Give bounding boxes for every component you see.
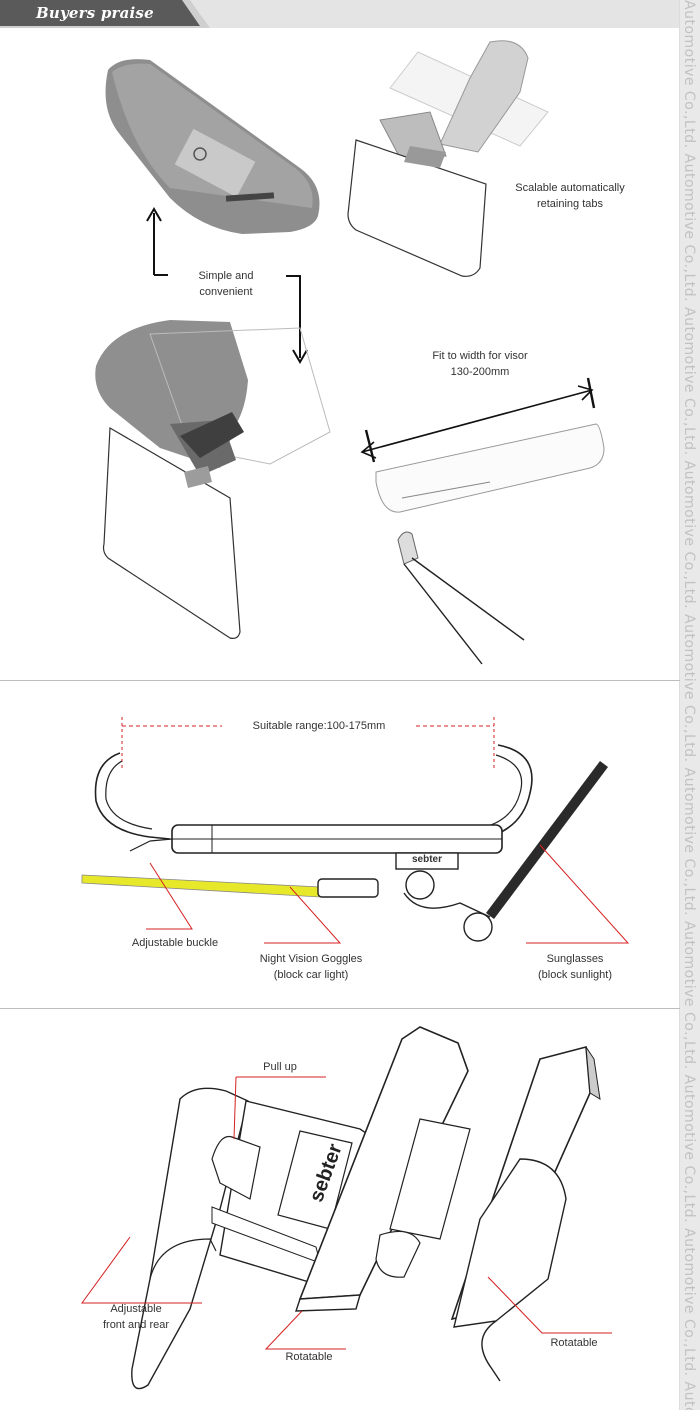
scalable-label-line1: Scalable automatically [515,182,625,194]
panel-side-diagram: Suitable range:100-175mm sebter Adjustab… [0,681,680,1008]
arrow-up [146,207,168,276]
sun-label-line1: Sunglasses [546,953,604,965]
visor-illustrations [95,40,605,665]
adjustable-label-line1: Adjustable [110,1303,162,1315]
night-label-line2: (block car light) [273,969,349,981]
clip-body-3d [131,1026,601,1390]
sun-label-line2: (block sunlight) [538,969,612,981]
sunglasses-lens [486,761,608,919]
side-diagram [81,717,630,944]
range-indicator [121,717,495,769]
divider-1 [0,680,680,681]
section-header: Buyers praise [0,0,680,28]
header-tab [0,0,200,26]
buckle-label: Adjustable buckle [131,937,219,949]
panel-visor-mounting: Scalable automatically retaining tabs Si… [0,28,680,680]
clip-illustration-top-right [347,40,549,277]
simple-label-line1: Simple and [198,270,254,282]
fit-label-line1: Fit to width for visor [432,350,528,362]
pull-up-label: Pull up [263,1061,297,1073]
scalable-label-line2: retaining tabs [536,198,604,210]
section-title: Buyers praise [36,4,154,22]
fit-label-line2: 130-200mm [450,366,510,378]
visor-with-clip-illustration [95,320,331,639]
night-label-line1: Night Vision Goggles [259,953,363,965]
night-vision-lens [81,874,321,898]
callout-lines [146,844,630,944]
sunglasses-hinge [463,912,493,942]
detail-callouts [81,1076,612,1350]
brand-label-side: sebter [411,854,442,865]
clip-side-body [94,744,533,918]
rotatable-label-left: Rotatable [285,1351,333,1363]
visor-illustration-top [105,59,320,234]
width-illustration [360,377,605,665]
adjustable-label-line2: front and rear [102,1319,170,1331]
clip-detail-diagram [81,1026,612,1390]
watermark-text: Automotive Co.,Ltd. Automotive Co.,Ltd. … [683,0,697,1410]
arrow-down [286,275,308,364]
lens-holder [317,878,379,898]
simple-label-line2: convenient [199,286,253,298]
range-label: Suitable range:100-175mm [252,720,386,732]
rotatable-label-right: Rotatable [550,1337,598,1349]
watermark-strip: Automotive Co.,Ltd. Automotive Co.,Ltd. … [679,0,700,1410]
divider-2 [0,1008,680,1009]
panel-clip-detail: sebter Pull up Adjustable front and rear… [0,1009,680,1410]
